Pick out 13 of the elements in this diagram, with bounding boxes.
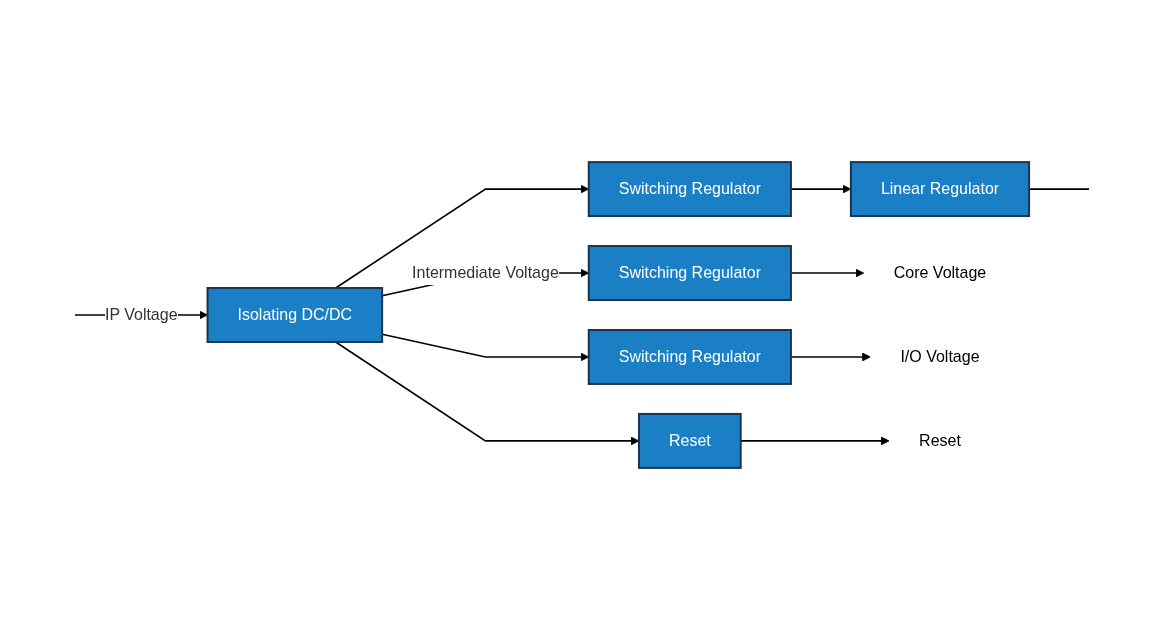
arrow [334, 184, 589, 289]
node-text: Core Voltage [893, 264, 986, 282]
arrow [334, 341, 639, 446]
node-box: Linear Regulator [849, 161, 1030, 218]
node-text: I/O Voltage [899, 347, 980, 365]
node-box: Switching Regulator [587, 329, 792, 385]
node-box: Switching Regulator [587, 161, 792, 218]
node-box: Switching Regulator [587, 245, 792, 301]
node-box: Reset [637, 412, 742, 469]
edge-label: IP Voltage [104, 306, 178, 323]
edge-label: Intermediate Voltage [411, 264, 559, 282]
node-box: Isolating DC/DC [206, 287, 383, 343]
node-text: Reset [918, 431, 961, 449]
